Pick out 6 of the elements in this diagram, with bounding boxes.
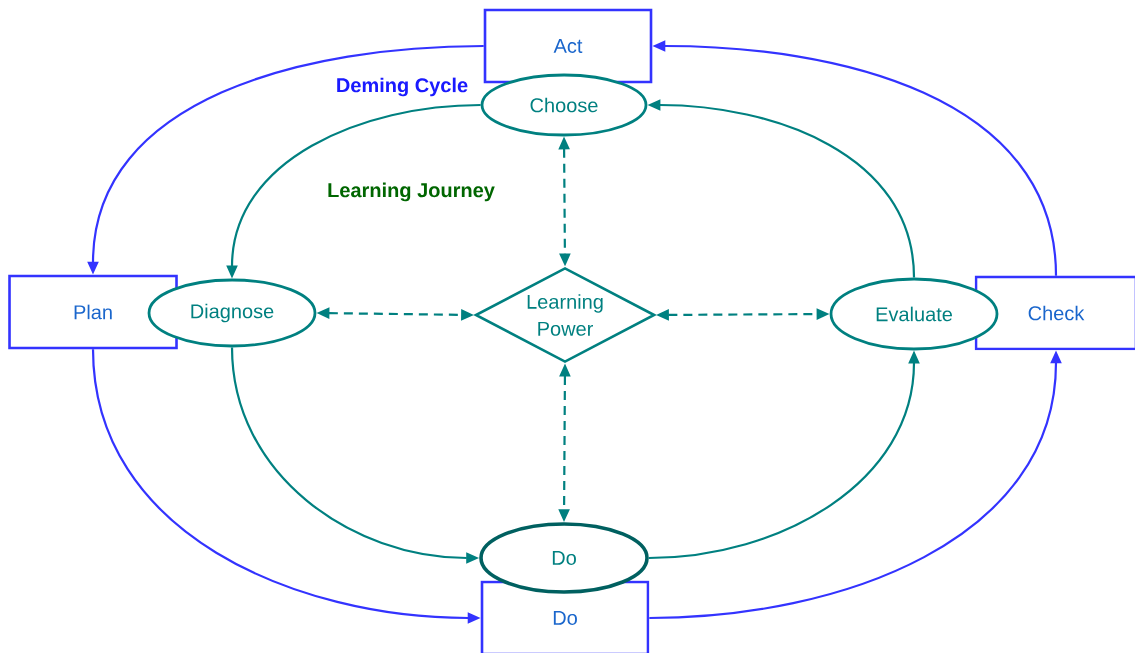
process-box: Plan [8,274,178,350]
cycle-label: Learning Journey [328,182,495,202]
process-box: Act [483,8,653,84]
process-box: Check [974,275,1135,351]
cycle-label: Deming Cycle [337,77,468,97]
process-box: Do [480,580,650,653]
